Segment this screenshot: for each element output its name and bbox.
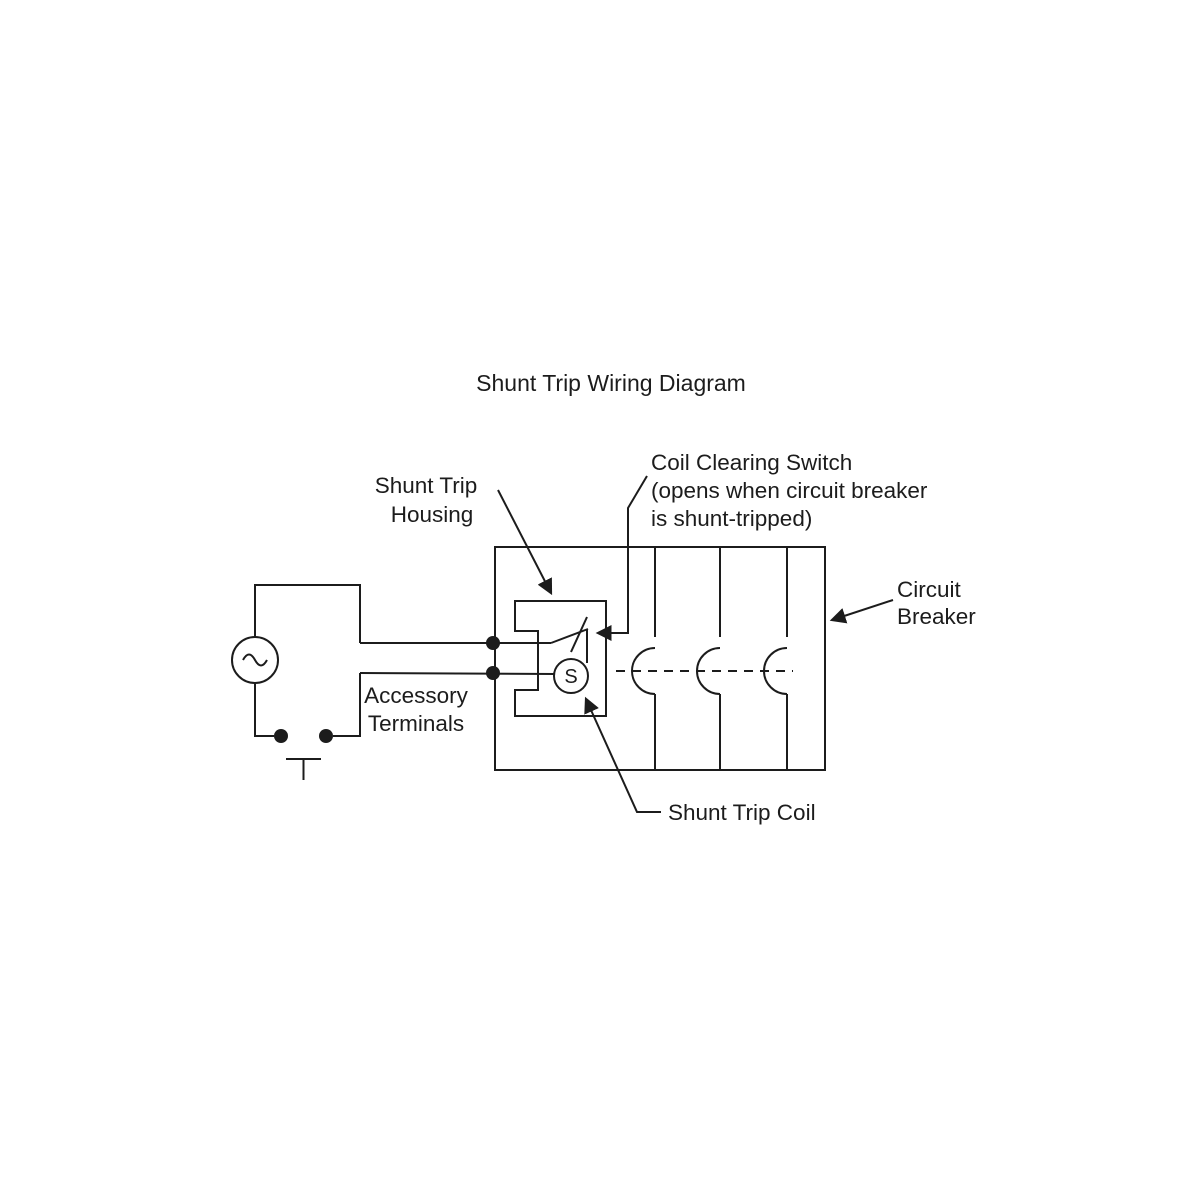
circuit-breaker-label-line2: Breaker [897, 604, 976, 629]
pushbutton-contact-right [319, 729, 333, 743]
ac-source-symbol [231, 636, 279, 684]
clearing-switch-leader-arrow [595, 475, 648, 641]
circuit-breaker-label: Circuit Breaker [897, 577, 976, 629]
shunt-trip-coil-symbol: S [553, 658, 589, 694]
circuit-breaker-label-line1: Circuit [897, 577, 962, 602]
housing-leader-arrow [497, 489, 553, 596]
accessory-terminals-label-line2: Terminals [368, 711, 464, 736]
breaker-pole-1 [631, 547, 656, 770]
coil-clearing-switch-label-line1: Coil Clearing Switch [651, 450, 852, 475]
pushbutton-actuator [286, 758, 321, 780]
shunt-trip-housing-label: Shunt Trip Housing [375, 473, 478, 527]
breaker-pole-2 [696, 547, 721, 770]
pushbutton-contact-left [274, 729, 288, 743]
shunt-trip-housing-label-line1: Shunt Trip [375, 473, 478, 498]
accessory-terminal-top [486, 636, 500, 650]
source-top-wire [254, 584, 361, 643]
shunt-trip-housing-label-line2: Housing [391, 502, 474, 527]
pushbutton-return-wire [333, 673, 361, 737]
accessory-terminals-label-line1: Accessory [364, 683, 469, 708]
coil-clearing-switch-label-line2: (opens when circuit breaker [651, 478, 928, 503]
breaker-pole-3 [763, 547, 788, 770]
accessory-terminals-label: Accessory Terminals [364, 683, 469, 736]
shunt-trip-coil-label: Shunt Trip Coil [668, 800, 816, 825]
diagram-title: Shunt Trip Wiring Diagram [476, 370, 746, 396]
switch-blade [550, 628, 589, 644]
switch-slash [570, 616, 588, 653]
sine-wave-icon [242, 653, 268, 667]
shunt-trip-housing-outline [514, 600, 607, 717]
accessory-terminal-bottom [486, 666, 500, 680]
bottom-accessory-wire [359, 672, 556, 675]
coil-leader-arrow [584, 696, 661, 813]
coil-clearing-switch-symbol [550, 616, 589, 663]
source-bottom-wire [254, 683, 274, 737]
coil-clearing-switch-label-line3: is shunt-tripped) [651, 506, 812, 531]
coil-circle [553, 658, 589, 694]
pushbutton-symbol [274, 729, 333, 780]
coil-letter-label: S [564, 666, 577, 688]
circuit-breaker-box [494, 546, 826, 771]
coil-clearing-switch-label: Coil Clearing Switch (opens when circuit… [651, 450, 928, 531]
circuit-breaker-leader-arrow [829, 599, 894, 624]
